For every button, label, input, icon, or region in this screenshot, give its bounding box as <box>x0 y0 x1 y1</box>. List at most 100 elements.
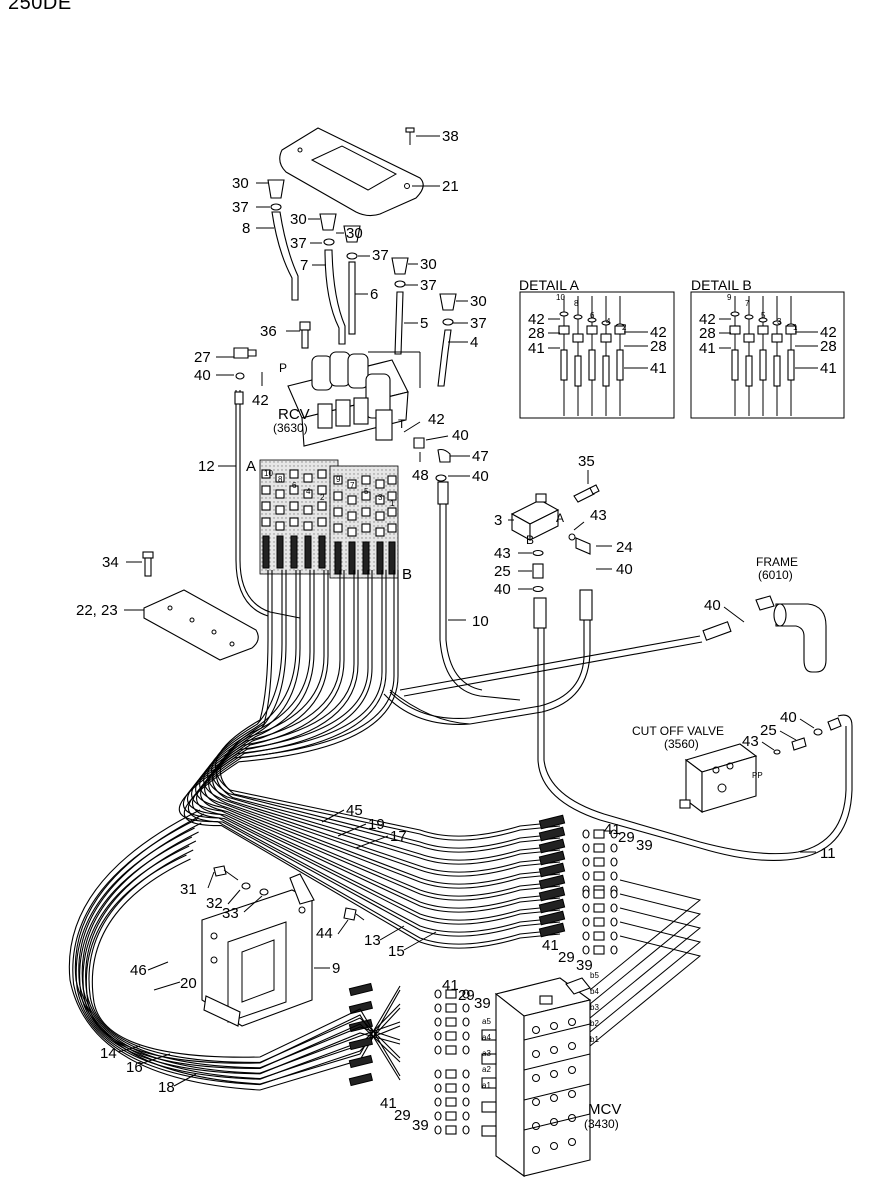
hose-end-fitting <box>538 886 566 902</box>
callout-40: 40 <box>472 468 489 485</box>
callout-3: 3 <box>494 512 502 529</box>
mcv-hole <box>550 1022 558 1030</box>
port-adapter <box>317 517 327 527</box>
rcv-port-number: 3 <box>378 493 383 502</box>
callout-39: 39 <box>412 1117 429 1134</box>
callout-38: 38 <box>442 128 459 145</box>
detail-callout-left: 42 <box>528 311 545 328</box>
mcv-hole <box>568 1114 576 1122</box>
callout-40: 40 <box>494 581 511 598</box>
oring-39 <box>610 829 618 839</box>
plate-22-23 <box>143 589 259 661</box>
callout-7: 7 <box>300 257 308 274</box>
hose <box>191 570 561 909</box>
oring-39 <box>610 889 618 899</box>
oring-41 <box>582 945 590 955</box>
hose-end-fitting <box>538 814 566 830</box>
callout-40: 40 <box>780 709 797 726</box>
adapter-29 <box>445 1003 457 1013</box>
mcv-port-fitting <box>481 1053 497 1065</box>
detail-top-number: 2 <box>622 323 627 332</box>
oring-39 <box>462 1083 470 1093</box>
port-adapter <box>261 501 271 511</box>
callout-17: 17 <box>390 828 407 845</box>
callout-30: 30 <box>346 225 363 242</box>
detail-hose-end <box>773 355 781 387</box>
marker-pp: PP <box>752 771 763 780</box>
port-adapter <box>387 523 397 533</box>
mcv-port-b-label: b5 <box>590 971 599 980</box>
port-adapter <box>333 523 343 533</box>
cover-plate <box>279 127 424 217</box>
port-adapter <box>347 527 357 537</box>
port-adapter <box>303 473 313 483</box>
mcv-port-fitting <box>481 1029 497 1041</box>
bracket-9 <box>201 873 315 1027</box>
hose-fitting <box>262 535 270 569</box>
detail-oring <box>730 311 740 317</box>
hose-end-fitting <box>538 922 566 938</box>
marker-a: A <box>246 458 256 475</box>
detail-callout-right: 41 <box>650 360 667 377</box>
detail-callout-left: 42 <box>699 311 716 328</box>
rcv-label: RCV <box>278 406 310 423</box>
callout-16: 16 <box>126 1059 143 1076</box>
lever-5 <box>391 257 409 355</box>
callout-37: 37 <box>470 315 487 332</box>
oring-39 <box>610 917 618 927</box>
adapter-29 <box>593 889 605 899</box>
port-adapter <box>275 473 285 483</box>
mcv-port-fitting <box>481 1101 497 1113</box>
port-adapter <box>375 495 385 505</box>
bolt-34 <box>142 551 154 577</box>
callout-43: 43 <box>494 545 511 562</box>
lever-6 <box>343 225 361 335</box>
hose <box>214 570 561 837</box>
port-adapter <box>303 489 313 499</box>
callout-13: 13 <box>364 932 381 949</box>
lever-7 <box>319 213 346 345</box>
mcv-hole <box>532 1098 540 1106</box>
port-adapter <box>289 469 299 479</box>
port-adapter <box>289 501 299 511</box>
port-adapter <box>261 517 271 527</box>
lower-hose <box>68 809 401 1091</box>
fitting-47-48 <box>413 437 451 482</box>
detail-hose-end <box>560 349 568 381</box>
port-adapter <box>361 507 371 517</box>
detail-callout-right: 28 <box>650 338 667 355</box>
mcv-hole <box>532 1026 540 1034</box>
detail-adapter <box>586 325 598 335</box>
mcv-hole <box>532 1122 540 1130</box>
callout-37: 37 <box>420 277 437 294</box>
port-adapter <box>333 507 343 517</box>
mcv-code: (3430) <box>584 1117 619 1131</box>
detail-adapter <box>572 333 584 343</box>
oring-41 <box>434 1097 442 1107</box>
callout-46: 46 <box>130 962 147 979</box>
detail-adapter <box>729 325 741 335</box>
oring-41 <box>434 989 442 999</box>
hose-outline <box>183 570 561 949</box>
detail-adapter <box>558 325 570 335</box>
hose-fitting <box>290 535 298 569</box>
callout-37: 37 <box>372 247 389 264</box>
adapter-29 <box>593 945 605 955</box>
mcv-hole <box>532 1074 540 1082</box>
port-adapter <box>347 511 357 521</box>
mcv-port-fitting <box>481 1077 497 1089</box>
oring-39 <box>462 989 470 999</box>
detail-top-number: 8 <box>574 299 579 308</box>
marker-b-port: B <box>526 533 534 547</box>
mcv-hole <box>568 1138 576 1146</box>
port-adapter <box>387 475 397 485</box>
callout-47: 47 <box>472 448 489 465</box>
port-adapter <box>333 475 343 485</box>
callout-30: 30 <box>290 211 307 228</box>
detail-callout-right: 42 <box>650 324 667 341</box>
callout-22-23: 22, 23 <box>76 602 118 619</box>
mcv-port-b-label: b1 <box>590 1035 599 1044</box>
oring-39 <box>610 843 618 853</box>
hose-end-fitting <box>348 1072 374 1087</box>
detail-adapter <box>771 333 783 343</box>
